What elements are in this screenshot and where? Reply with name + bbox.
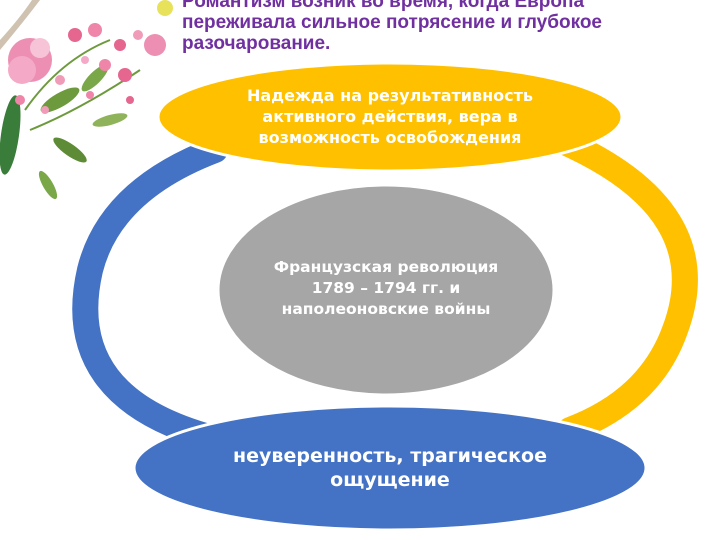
heading-line: Романтизм возник во время, когда Европа <box>182 0 585 12</box>
top-node-label: Надежда на результативность активного де… <box>200 84 580 148</box>
slide-heading: Романтизм возник во время, когда Европа … <box>182 0 712 54</box>
top-node-line: возможность освобождения <box>258 127 522 147</box>
center-node-label: Французская революция 1789 – 1794 гг. и … <box>250 248 522 328</box>
heading-line: переживала сильное потрясение и глубокое <box>182 12 603 33</box>
blue-cycle-arrow <box>72 137 233 453</box>
flower-bouquet-icon <box>0 0 173 200</box>
bottom-node-shape <box>132 404 648 532</box>
bottom-node-label: неуверенность, трагическое ощущение <box>165 435 615 501</box>
top-node-line: Надежда на результативность <box>246 85 534 105</box>
cycle-arrows <box>72 127 698 453</box>
top-node-line: активного действия, вера в <box>262 106 518 126</box>
center-node-shape <box>216 183 556 397</box>
center-node-line: 1789 – 1794 гг. и <box>311 278 461 297</box>
center-node-line: Французская революция <box>273 257 499 276</box>
bottom-node-line: ощущение <box>330 469 450 491</box>
top-node-shape <box>156 61 624 173</box>
heading-line: разочарование. <box>182 33 331 54</box>
bottom-node-line: неуверенность, трагическое <box>233 445 547 467</box>
center-node-line: наполеоновские войны <box>281 299 491 318</box>
yellow-cycle-arrow <box>547 127 698 443</box>
